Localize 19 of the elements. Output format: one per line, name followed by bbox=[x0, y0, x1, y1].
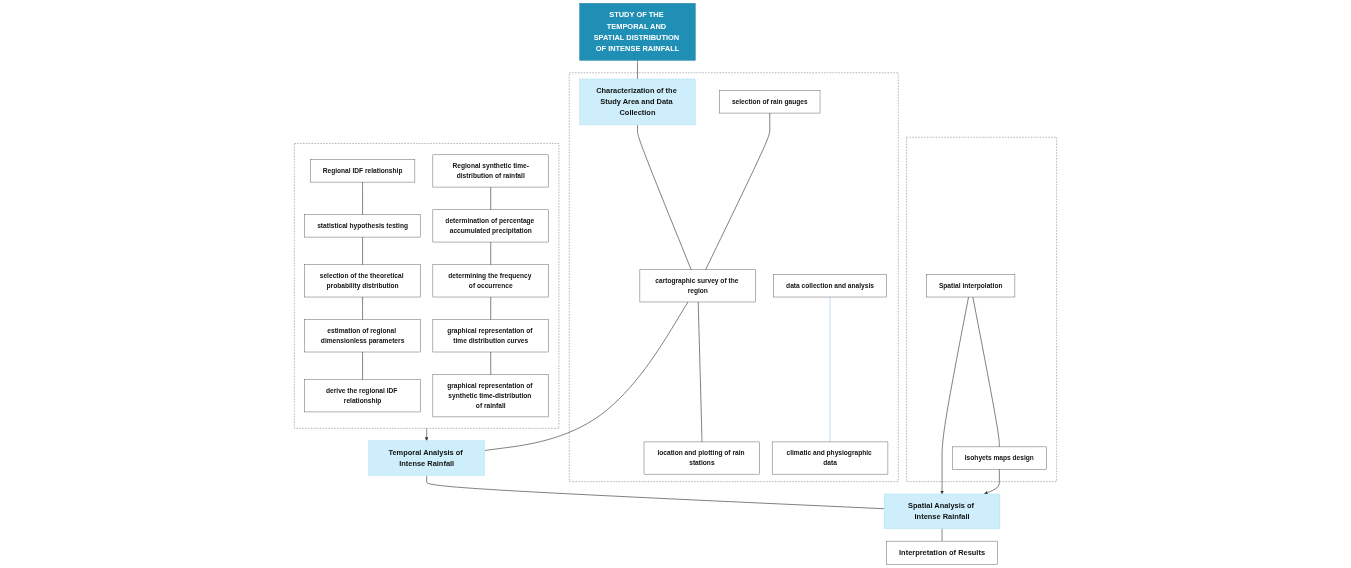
connector bbox=[490, 296, 492, 321]
connector bbox=[484, 301, 689, 451]
cluster bbox=[294, 143, 560, 429]
connector bbox=[362, 181, 363, 216]
connector bbox=[490, 351, 492, 376]
connector bbox=[637, 60, 638, 80]
cluster bbox=[569, 72, 899, 482]
connector bbox=[362, 236, 363, 266]
connector bbox=[362, 296, 363, 321]
cluster bbox=[906, 137, 1057, 482]
connector bbox=[705, 112, 771, 271]
connector bbox=[697, 301, 703, 443]
connector bbox=[490, 241, 492, 266]
connector bbox=[362, 351, 363, 380]
connector bbox=[829, 296, 831, 443]
connector bbox=[637, 124, 692, 271]
connector bbox=[490, 186, 492, 211]
connector bbox=[426, 475, 885, 510]
connector bbox=[972, 296, 1000, 448]
